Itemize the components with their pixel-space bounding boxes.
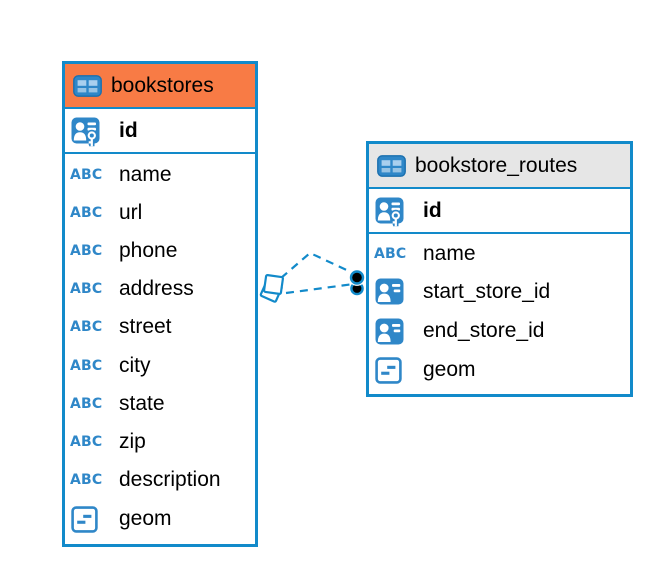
relationship-source-marker-squares[interactable]	[259, 273, 285, 303]
abc-icon: ABC	[70, 319, 103, 336]
column-row[interactable]: ABC name	[65, 156, 255, 194]
abc-icon: ABC	[70, 357, 103, 374]
column-row[interactable]: ABC city	[65, 346, 255, 384]
column-name: description	[119, 467, 221, 491]
person-card-icon	[373, 278, 415, 305]
column-name: zip	[119, 429, 146, 453]
primary-key-row[interactable]: id	[65, 109, 255, 154]
table-name: bookstore_routes	[415, 153, 578, 177]
table-bookstore-routes[interactable]: bookstore_routes id ABC name start_store_i…	[366, 141, 633, 397]
abc-icon: ABC	[70, 281, 103, 298]
table-name: bookstores	[111, 73, 214, 97]
abc-icon: ABC	[374, 246, 407, 263]
column-name: city	[119, 353, 151, 377]
abc-icon: ABC	[70, 471, 103, 488]
column-row[interactable]: start_store_id	[369, 272, 630, 311]
column-row[interactable]: ABC description	[65, 461, 255, 499]
column-row[interactable]: ABC state	[65, 385, 255, 423]
column-name: geom	[423, 358, 476, 382]
abc-icon: ABC	[70, 243, 103, 260]
person-key-icon	[373, 193, 415, 228]
column-row[interactable]: ABC zip	[65, 423, 255, 461]
column-row[interactable]: ABC street	[65, 308, 255, 346]
column-row[interactable]: geom	[65, 499, 255, 540]
column-name: geom	[119, 507, 172, 531]
primary-key-name: id	[423, 198, 442, 222]
abc-icon: ABC	[70, 167, 103, 184]
column-row[interactable]: ABC address	[65, 270, 255, 308]
column-row[interactable]: ABC name	[369, 236, 630, 272]
table-header[interactable]: bookstore_routes	[369, 144, 630, 189]
column-row[interactable]: ABC url	[65, 194, 255, 232]
column-name: url	[119, 201, 143, 225]
geometry-icon	[373, 357, 415, 384]
relationship-line[interactable]	[285, 283, 351, 295]
column-name: phone	[119, 239, 178, 263]
person-key-icon	[69, 113, 111, 148]
abc-icon: ABC	[70, 205, 103, 222]
table-icon	[377, 155, 406, 177]
column-row[interactable]: geom	[369, 351, 630, 390]
column-name: end_store_id	[423, 319, 545, 343]
primary-key-name: id	[119, 118, 138, 142]
column-row[interactable]: end_store_id	[369, 312, 630, 351]
abc-icon: ABC	[70, 395, 103, 412]
table-icon	[73, 75, 102, 97]
relationship-line[interactable]	[280, 251, 352, 279]
primary-key-row[interactable]: id	[369, 189, 630, 234]
relationship-target-marker-dots[interactable]	[348, 269, 366, 296]
column-name: start_store_id	[423, 279, 551, 303]
column-name: street	[119, 315, 172, 339]
column-name: address	[119, 277, 194, 301]
column-name: name	[423, 242, 476, 266]
abc-icon: ABC	[70, 433, 103, 450]
table-header[interactable]: bookstores	[65, 64, 255, 109]
column-row[interactable]: ABC phone	[65, 232, 255, 270]
person-card-icon	[373, 318, 415, 345]
column-name: state	[119, 391, 165, 415]
column-name: name	[119, 163, 172, 187]
geometry-icon	[69, 506, 111, 533]
